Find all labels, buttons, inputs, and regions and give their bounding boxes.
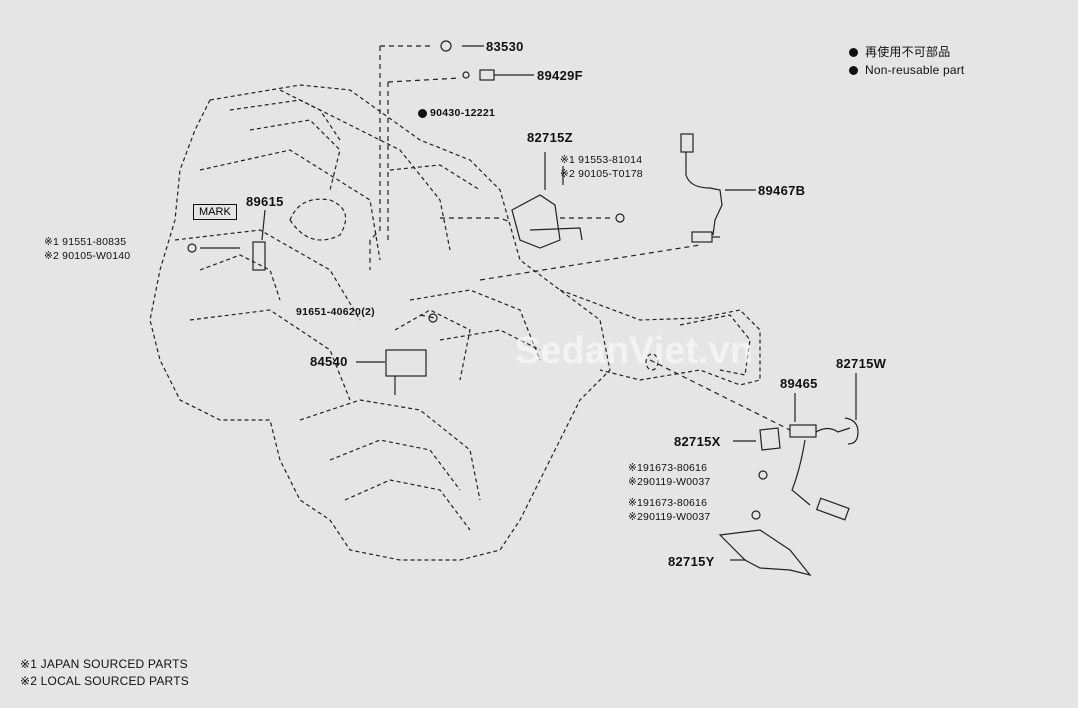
part-89615[interactable]: 89615 <box>246 194 284 209</box>
part-90105-T0178[interactable]: ※2 90105-T0178 <box>560 168 643 180</box>
part-82715Y[interactable]: 82715Y <box>668 554 715 569</box>
part-82715Z[interactable]: 82715Z <box>527 130 573 145</box>
part-191673-80616-a[interactable]: ※191673-80616 <box>628 462 708 474</box>
part-91551-80835[interactable]: ※1 91551-80835 <box>44 236 127 248</box>
part-89467B[interactable]: 89467B <box>758 183 806 198</box>
speed-sensor-84540 <box>385 349 427 395</box>
engine-block-outline <box>149 84 611 561</box>
part-90105-W0140[interactable]: ※2 90105-W0140 <box>44 250 131 262</box>
part-191673-80616-b[interactable]: ※191673-80616 <box>628 497 708 509</box>
non-reusable-marker-icon <box>849 48 858 57</box>
part-89465[interactable]: 89465 <box>780 376 818 391</box>
oxygen-sensor-upper <box>680 133 723 243</box>
watermark: SedanViet.vn <box>515 330 753 372</box>
footnote-japan: ※1 JAPAN SOURCED PARTS <box>20 657 188 671</box>
part-83530[interactable]: 83530 <box>486 39 524 54</box>
leader-lines <box>369 45 791 431</box>
non-reusable-marker-icon <box>418 109 427 118</box>
legend-japanese: 再使用不可部品 <box>865 45 951 59</box>
solid-leaders <box>200 45 857 561</box>
oxygen-sensor-lower <box>789 424 851 521</box>
exhaust-pipe <box>559 289 761 386</box>
bracket-82715Y <box>718 529 812 577</box>
part-82715W[interactable]: 82715W <box>836 356 887 371</box>
clamp-82715W <box>844 417 859 445</box>
clamp-82715X <box>759 427 781 451</box>
part-90430-12221[interactable]: 90430-12221 <box>430 107 496 119</box>
footnote-local: ※2 LOCAL SOURCED PARTS <box>20 674 189 688</box>
part-290119-W0037-a[interactable]: ※290119-W0037 <box>628 476 711 488</box>
part-91651-40620[interactable]: 91651-40620(2) <box>296 306 375 318</box>
part-91553-81014[interactable]: ※1 91553-81014 <box>560 154 643 166</box>
part-84540[interactable]: 84540 <box>310 354 348 369</box>
part-89429F[interactable]: 89429F <box>537 68 583 83</box>
small-bolts <box>187 40 768 520</box>
non-reusable-marker-icon <box>849 66 858 75</box>
mark-box: MARK <box>193 204 237 220</box>
knock-sensor-89615 <box>252 241 266 271</box>
bracket-82715Z <box>511 194 583 249</box>
part-290119-W0037-b[interactable]: ※290119-W0037 <box>628 511 711 523</box>
legend-english: Non-reusable part <box>865 63 965 77</box>
part-82715X[interactable]: 82715X <box>674 434 721 449</box>
